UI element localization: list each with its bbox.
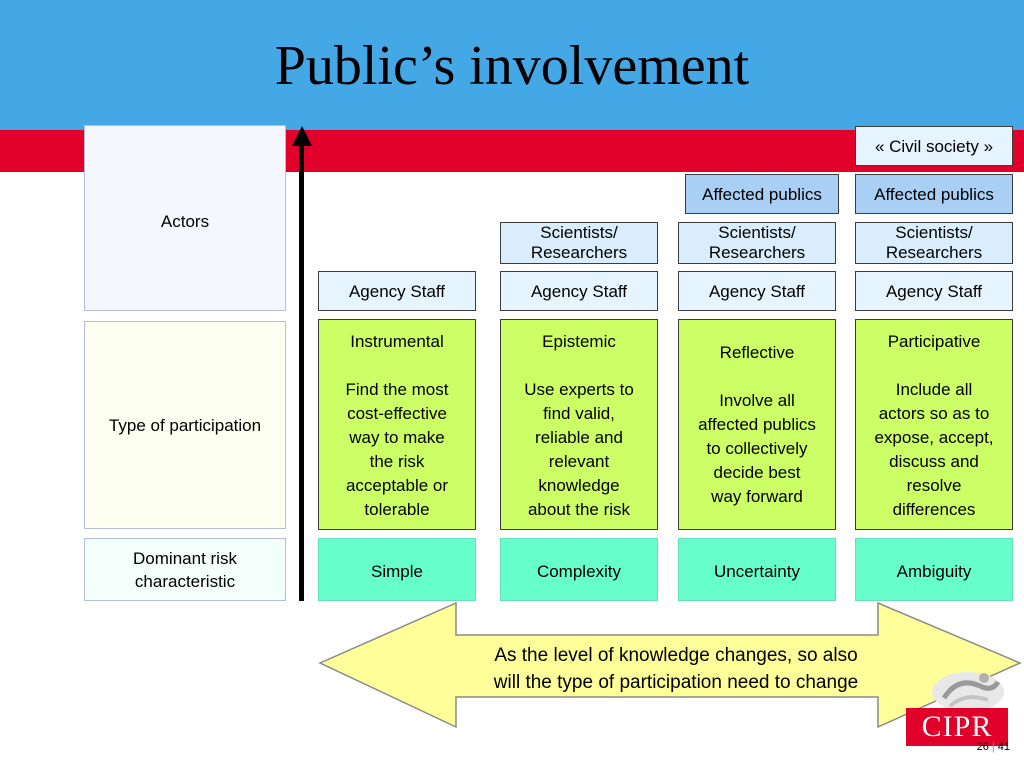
participation-desc-line: acceptable or [345,476,449,495]
row-label-actors: Actors [84,125,286,311]
actor-scientists-line2: Researchers [885,243,983,262]
actor-agency-staff-col3: Agency Staff [678,271,836,311]
double-arrow-caption: As the level of knowledge changes, so al… [318,642,1024,696]
participation-desc-line: Use experts to [524,380,634,399]
actor-affected-publics-col4: Affected publics [855,174,1013,214]
participation-desc-line: about the risk [527,500,631,519]
row-label-type-text: Type of participation [108,415,262,435]
participation-name: Reflective [719,342,795,362]
participation-instrumental: Instrumental Find the most cost-effectiv… [318,319,476,530]
risk-complexity: Complexity [500,538,658,601]
cipr-logo: CIPR [906,708,1008,746]
page-total: 41 [997,741,1010,753]
actor-civil-society-text: « Civil society » [874,136,994,156]
participation-desc-line: resolve [906,476,962,495]
vertical-arrow-shaft [299,140,304,601]
actor-affected-publics-text: Affected publics [874,184,994,204]
actor-agency-staff-col4: Agency Staff [855,271,1013,311]
participation-name: Epistemic [542,332,616,351]
actor-affected-publics-col3: Affected publics [685,174,839,214]
row-label-type: Type of participation [84,321,286,529]
vertical-arrow-head [292,126,312,146]
participation-desc-line: differences [892,500,976,519]
participation-desc-line: find valid, [543,404,615,423]
participation-desc-line: the risk [369,452,425,471]
participation-desc-line: decide best [713,462,801,482]
row-label-actors-text: Actors [160,212,210,231]
participation-desc-line: affected publics [698,414,816,434]
participation-desc-line: knowledge [538,476,620,495]
risk-label: Uncertainty [714,562,800,581]
page-number: 26|41 [976,741,1010,753]
participation-desc-line: Find the most [345,380,449,399]
participation-name: Participative [887,332,981,351]
participation-desc-line: Include all [895,380,973,399]
actor-agency-staff-col1: Agency Staff [318,271,476,311]
participation-reflective: Reflective Involve all affected publics … [678,319,836,530]
risk-simple: Simple [318,538,476,601]
participation-desc-line: discuss and [889,452,979,471]
row-label-risk: Dominant risk characteristic [84,538,286,601]
arrow-caption-line1: As the level of knowledge changes, so al… [494,645,858,666]
arrow-caption-line2: will the type of participation need to c… [493,672,859,693]
actor-scientists-line1: Scientists/ [540,223,618,242]
participation-desc-line: way to make [349,428,445,447]
participation-desc-line: cost-effective [347,404,447,423]
actor-affected-publics-text: Affected publics [702,184,822,204]
page-current: 26 [976,741,989,753]
participation-desc-line: way forward [711,486,803,506]
actor-agency-staff-col2: Agency Staff [500,271,658,311]
participation-participative: Participative Include all actors so as t… [855,319,1013,530]
participation-desc-line: actors so as to [878,404,990,423]
actor-scientists-line1: Scientists/ [718,223,796,242]
row-label-risk-line2: characteristic [134,571,236,591]
participation-desc-line: relevant [548,452,610,471]
actor-agency-staff-text: Agency Staff [530,281,628,301]
risk-uncertainty: Uncertainty [678,538,836,601]
logo-artwork [932,672,1004,712]
participation-desc-line: to collectively [706,438,808,458]
risk-label: Simple [371,562,423,581]
participation-desc-line: tolerable [364,500,430,519]
actor-agency-staff-text: Agency Staff [348,281,446,301]
risk-label: Ambiguity [896,562,972,581]
risk-ambiguity: Ambiguity [855,538,1013,601]
participation-desc-line: expose, accept, [874,428,994,447]
actor-scientists-col4: Scientists/ Researchers [855,222,1013,264]
actor-agency-staff-text: Agency Staff [885,281,983,301]
participation-desc-line: reliable and [535,428,623,447]
participation-epistemic: Epistemic Use experts to find valid, rel… [500,319,658,530]
row-label-risk-line1: Dominant risk [133,548,237,568]
participation-name: Instrumental [350,332,444,351]
actor-scientists-line2: Researchers [530,243,628,262]
participation-desc-line: Involve all [719,390,795,410]
double-arrow-shape [318,601,1022,729]
actor-civil-society: « Civil society » [855,126,1013,166]
slide-title: Public’s involvement [274,35,750,97]
risk-label: Complexity [536,562,622,581]
actor-scientists-col2: Scientists/ Researchers [500,222,658,264]
actor-scientists-col3: Scientists/ Researchers [678,222,836,264]
actor-scientists-line2: Researchers [708,243,806,262]
actor-scientists-line1: Scientists/ [895,223,973,242]
header-band [0,0,1024,130]
actor-agency-staff-text: Agency Staff [708,281,806,301]
